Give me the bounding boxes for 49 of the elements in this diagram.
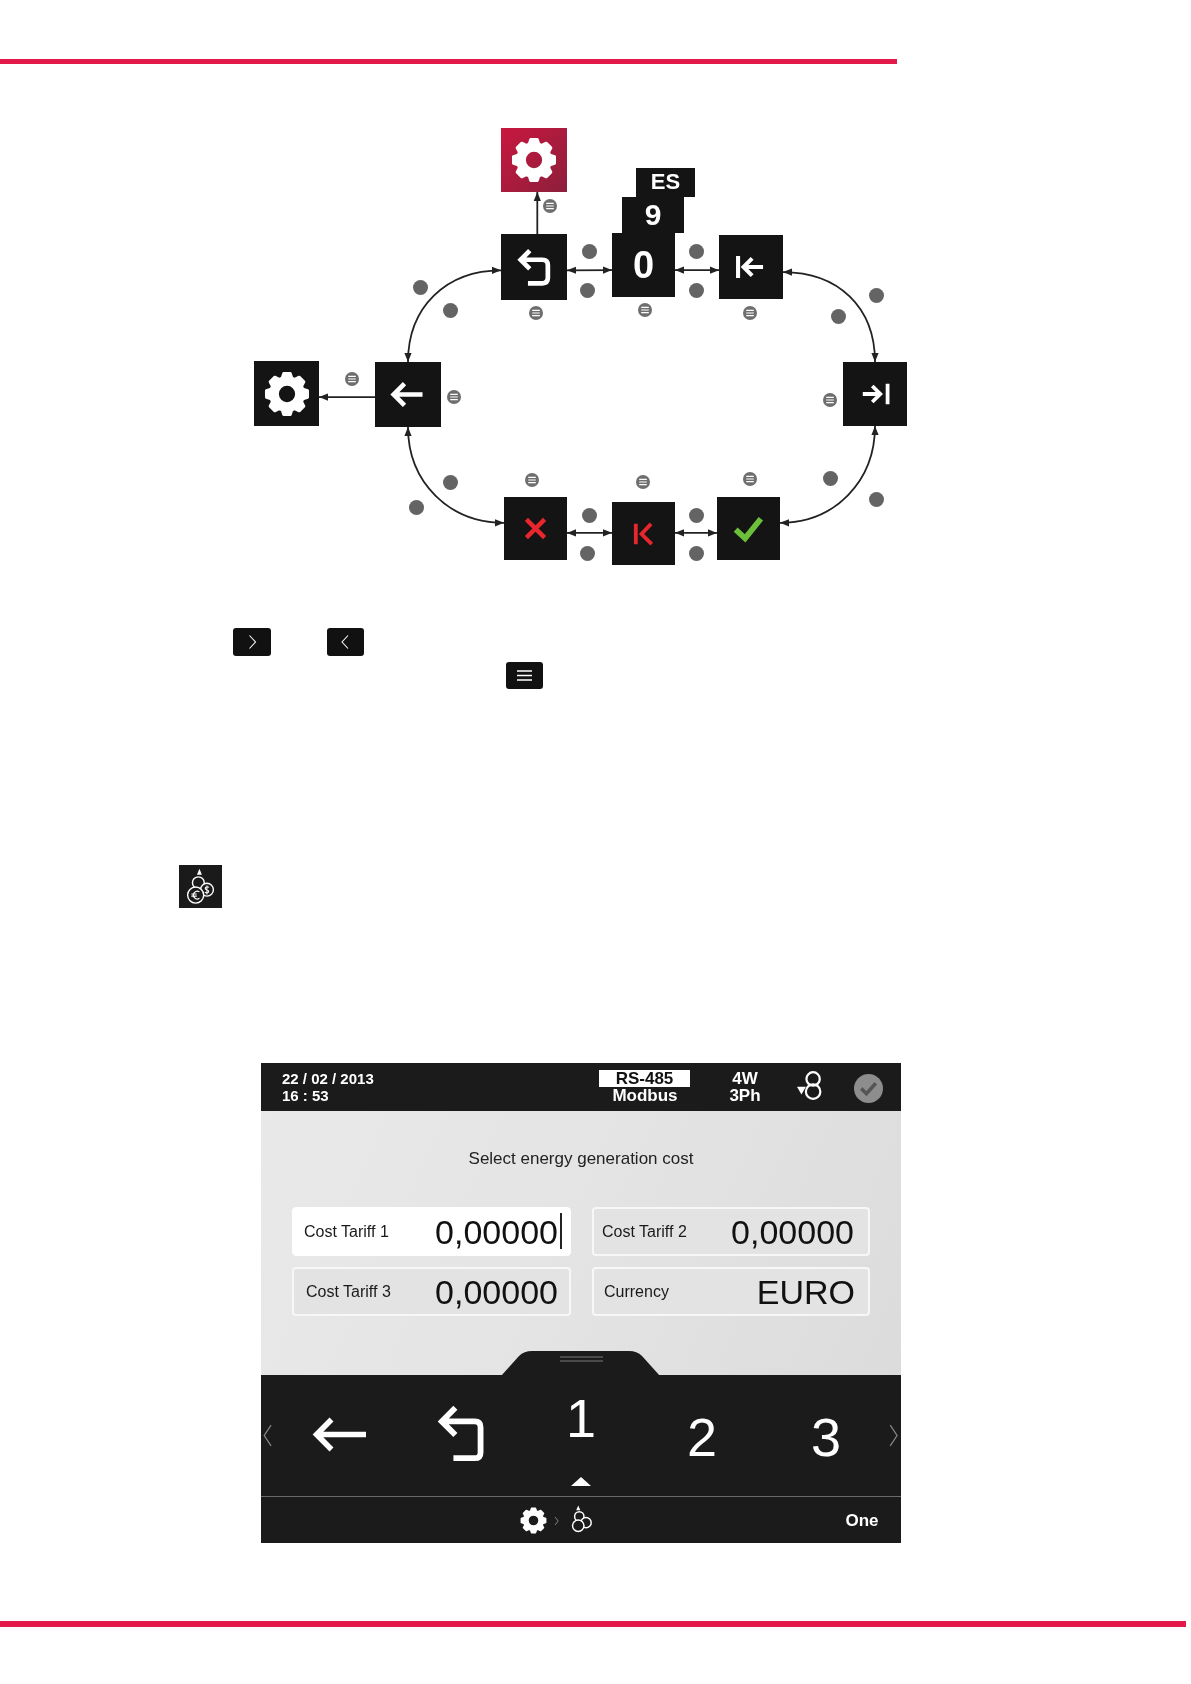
icon-tile [504,497,567,560]
status-bar [261,1063,901,1111]
interface-label: RS-485 [599,1070,690,1087]
double-arrow [782,269,879,363]
time-text: 16 : 53 [282,1087,329,1105]
field-label: Currency [604,1282,669,1302]
double-arrow [779,425,879,526]
phase-text: 3Ph [729,1087,761,1105]
prompt-text: Select energy generation cost [468,1149,694,1169]
icon-tile [254,361,319,426]
double-arrow [566,266,613,274]
field-label: Cost Tariff 2 [602,1222,687,1242]
arrow [318,393,376,401]
icon-tile [501,128,567,192]
icon-tile [843,362,907,426]
field-label: Cost Tariff 1 [304,1222,389,1242]
double-arrow [404,267,502,363]
icon-tile [501,234,567,300]
field-value: 0,00000 [731,1212,854,1252]
value-card [636,168,695,197]
breadcrumb-bar [261,1496,901,1543]
card-text: 9 [644,199,662,231]
input-field [592,1267,870,1316]
icon-tile [375,362,441,427]
value-card [612,233,675,297]
input-field [592,1207,870,1256]
field-label: Cost Tariff 3 [306,1282,391,1302]
double-arrow [674,529,718,537]
card-text: ES [650,170,681,194]
icon-tile [719,235,783,299]
field-value: 0,00000 [435,1272,558,1312]
selection-text: One [845,1511,879,1531]
double-arrow [566,529,613,537]
card-text: 0 [632,244,655,286]
double-arrow [404,426,505,526]
icon-tile [717,497,780,560]
date-text: 22 / 02 / 2013 [282,1070,374,1088]
digit-label: 1 [566,1391,596,1445]
wiring-text: 4W [732,1070,758,1088]
digit-label: 3 [811,1410,841,1464]
protocol-text: Modbus [612,1087,678,1105]
field-value: EURO [756,1272,855,1312]
icon-tile [612,502,675,565]
field-value: 0,00000 [435,1212,558,1252]
double-arrow [674,266,720,274]
arrow [533,191,541,235]
device-screen [261,1063,901,1543]
input-field [292,1207,571,1256]
digit-label: 2 [687,1410,717,1464]
